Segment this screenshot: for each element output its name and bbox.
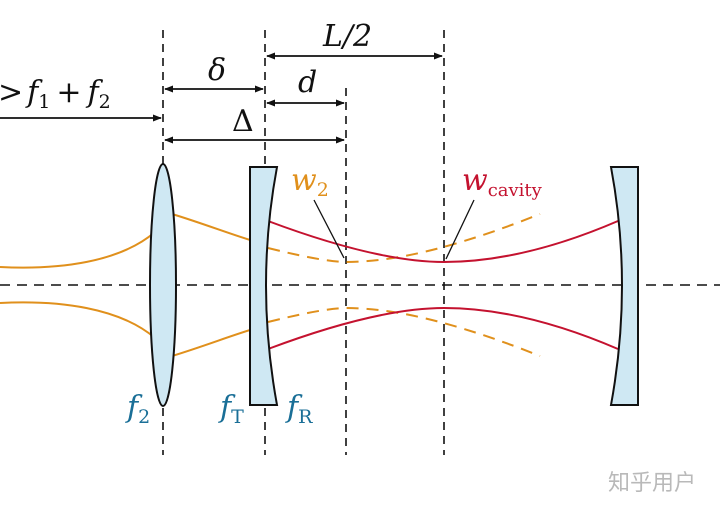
input-mirror: [249, 166, 279, 406]
half-length-label: L/2: [322, 19, 372, 54]
focal-sum-label: >f1+f2: [0, 75, 111, 113]
w2-leader: [313, 199, 345, 259]
cavity-beam: [267, 220, 619, 350]
wcavity-leader: [445, 199, 475, 260]
mirror-fR-label: fR: [285, 390, 313, 428]
Delta-label: Δ: [232, 104, 254, 139]
d-label: d: [298, 65, 317, 100]
mirror-fT-label: fT: [218, 390, 244, 428]
end-mirror: [609, 166, 639, 406]
wcavity-label: wcavity: [462, 163, 543, 201]
delta-label: δ: [208, 53, 226, 88]
w2-label: w2: [291, 163, 329, 201]
watermark-text: 知乎用户: [608, 471, 696, 496]
lens-f2-label: f2: [125, 390, 150, 428]
lens-f2: [149, 163, 177, 407]
